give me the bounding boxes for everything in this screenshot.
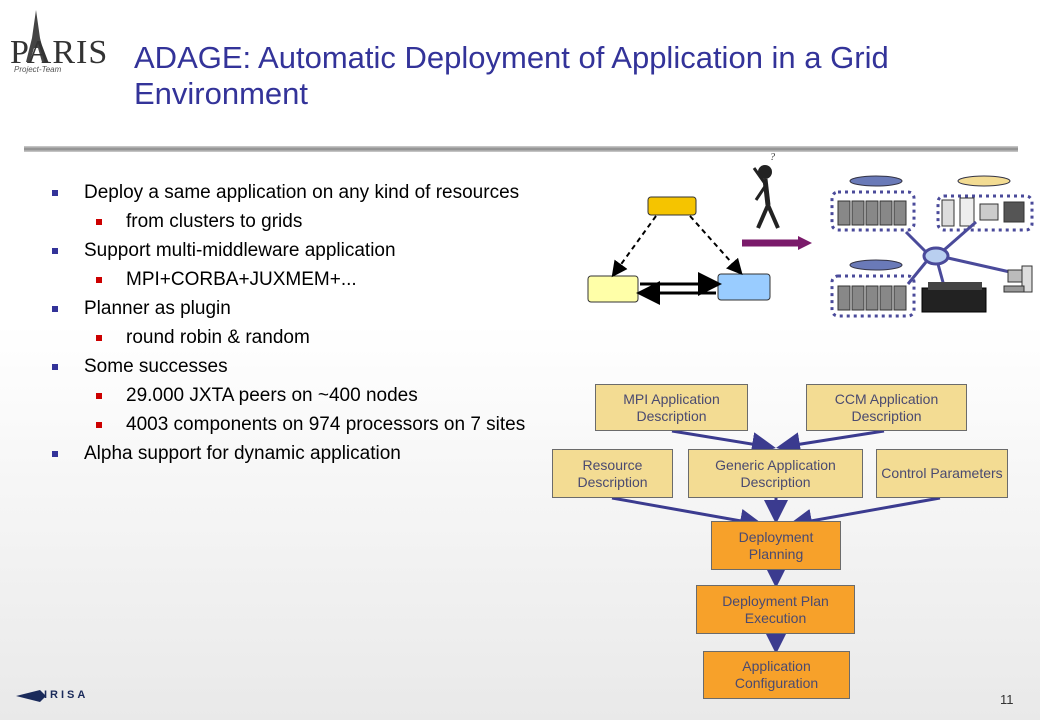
ccm-application-description: CCM Application Description <box>806 384 967 431</box>
sub-bullet-item: 29.000 JXTA peers on ~400 nodes <box>50 385 530 406</box>
control-parameters: Control Parameters <box>876 449 1008 498</box>
bullet-item: Planner as plugin <box>50 298 530 319</box>
logo-wordmark: PARIS <box>10 34 109 71</box>
deployment-plan-execution: Deployment Plan Execution <box>696 585 855 634</box>
generic-application-description: Generic Application Description <box>688 449 863 498</box>
deployment-planning: Deployment Planning <box>711 521 841 570</box>
supercomputer-icon <box>921 282 987 313</box>
network-hub <box>922 246 950 266</box>
pale-yellow-node <box>587 275 639 303</box>
sub-bullet-item: 4003 components on 974 processors on 7 s… <box>50 414 530 435</box>
bullet-item: Some successes <box>50 356 530 377</box>
cluster-bottom <box>830 259 916 318</box>
cluster-top <box>830 175 916 232</box>
dashed-arrow-left <box>611 215 657 278</box>
bullet-item: Deploy a same application on any kind of… <box>50 182 530 203</box>
sub-bullet-item: round robin & random <box>50 327 530 348</box>
bullet-item: Support multi-middleware application <box>50 240 530 261</box>
sub-bullet-item: MPI+CORBA+JUXMEM+... <box>50 269 530 290</box>
footer-org: IRISA <box>44 689 89 701</box>
workstations-icon <box>936 175 1034 232</box>
sub-bullet-item: from clusters to grids <box>50 211 530 232</box>
resource-description: Resource Description <box>552 449 673 498</box>
mpi-application-description: MPI Application Description <box>595 384 748 431</box>
title-divider <box>24 146 1018 152</box>
light-blue-node <box>717 273 771 301</box>
page-number: 11 <box>1000 692 1014 707</box>
bullet-list: Deploy a same application on any kind of… <box>50 182 530 472</box>
bullet-item: Alpha support for dynamic application <box>50 443 530 464</box>
desktop-pc-icon <box>1003 265 1033 293</box>
paris-logo: PARIS Project-Team <box>6 8 109 74</box>
logo-subtitle: Project-Team <box>14 65 62 74</box>
question-mark: ? <box>770 152 775 163</box>
thinking-person-icon <box>752 165 780 229</box>
flow-connectors <box>611 429 941 654</box>
eiffel-tower-icon <box>26 10 46 62</box>
yellow-node <box>647 196 697 216</box>
irisa-logo-icon <box>16 690 46 702</box>
dashed-arrow-right <box>689 215 743 275</box>
application-configuration: Application Configuration <box>703 651 850 699</box>
page-title: ADAGE: Automatic Deployment of Applicati… <box>134 40 889 111</box>
